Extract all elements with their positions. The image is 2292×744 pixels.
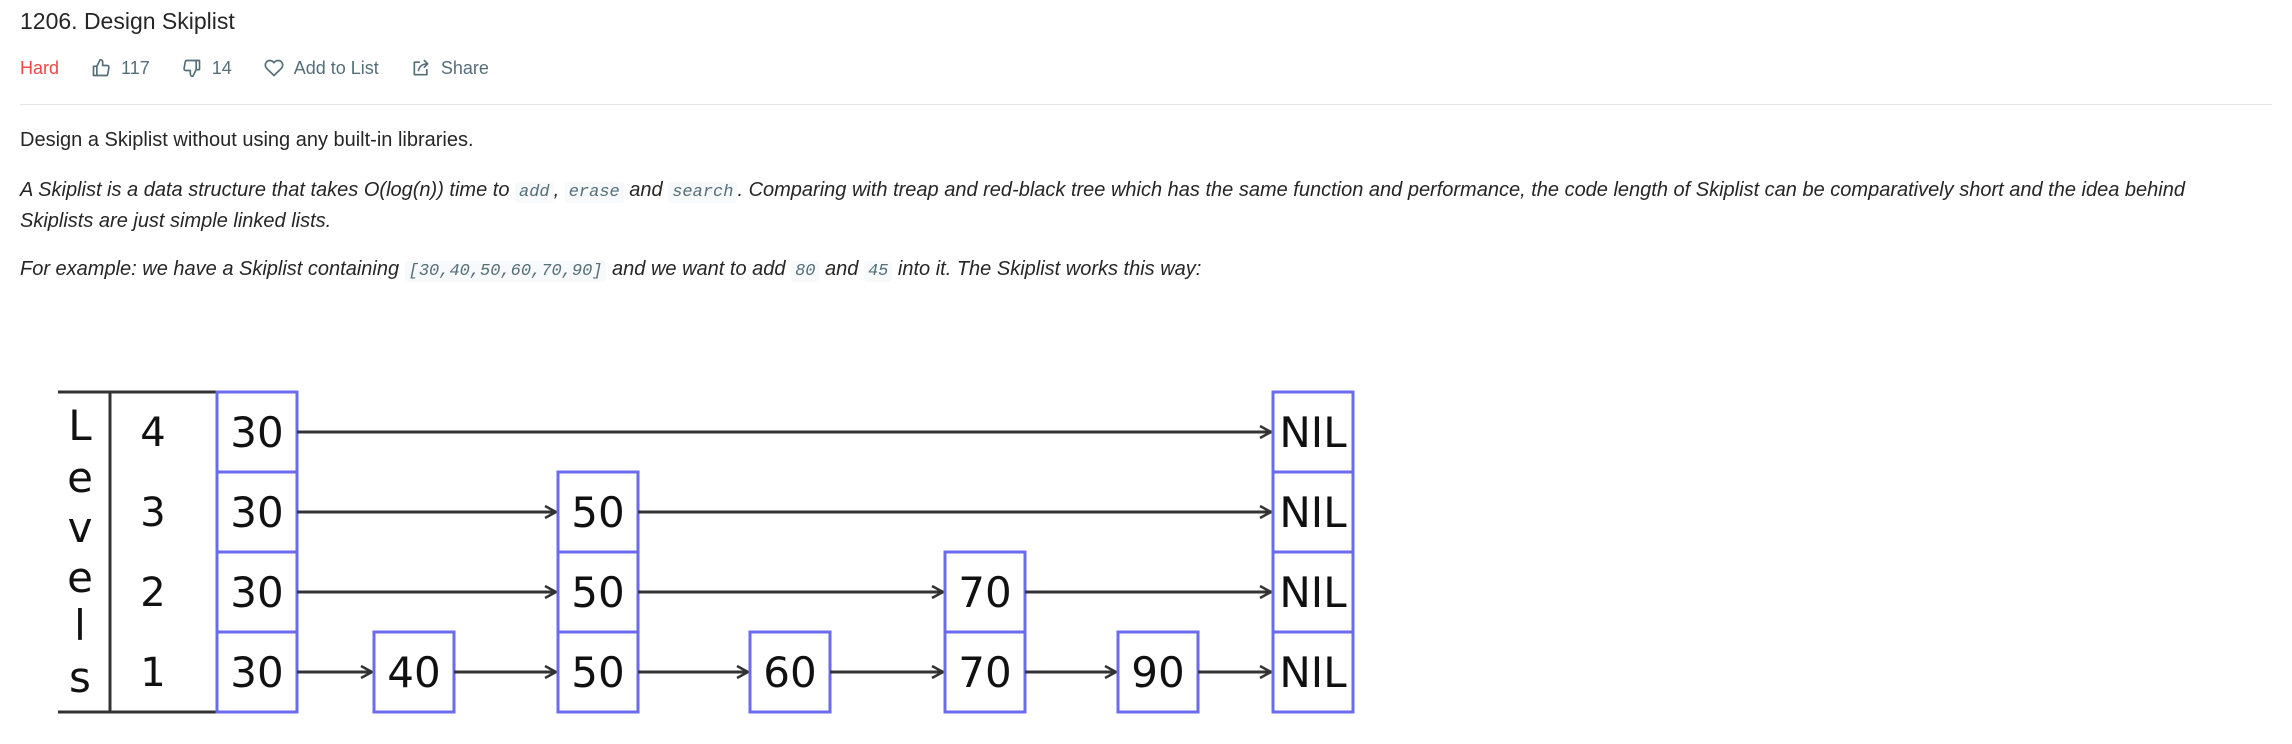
thumbs-up-icon	[92, 58, 110, 77]
skiplist-node-box	[1271, 390, 1355, 474]
p2-text-before: A Skiplist is a data structure that take…	[20, 179, 515, 201]
description-paragraph-1: Design a Skiplist without using any buil…	[20, 129, 474, 151]
code-list: [30,40,50,60,70,90]	[404, 261, 607, 282]
node-value-label: 60	[763, 648, 816, 697]
add-to-list-label: Add to List	[293, 57, 379, 78]
problem-meta-bar: Hard 117 14 Add to List	[20, 56, 521, 80]
node-value-label: 50	[571, 648, 624, 697]
difficulty-badge: Hard	[20, 57, 60, 78]
nil-node-label: NIL	[1279, 488, 1347, 537]
level-number: 2	[140, 570, 165, 616]
skiplist-node-box	[215, 550, 299, 634]
levels-axis-letter: e	[67, 553, 93, 602]
dislike-button[interactable]: 14	[182, 58, 232, 79]
node-value-label: 50	[571, 488, 624, 537]
levels-axis-letter: v	[68, 503, 93, 552]
node-value-label: 30	[230, 408, 283, 457]
levels-axis-letter: e	[67, 453, 93, 502]
add-to-list-button[interactable]: Add to List	[264, 58, 379, 79]
like-button[interactable]: 117	[91, 58, 150, 79]
p3-text-mid: and we want to add	[606, 258, 792, 280]
levels-axis-letter: s	[69, 653, 91, 702]
levels-axis-letter: L	[68, 401, 92, 450]
level-number: 4	[140, 410, 165, 456]
nil-node-label: NIL	[1279, 568, 1347, 617]
level-number: 1	[140, 650, 165, 696]
code-erase: erase	[564, 182, 624, 203]
nil-node-label: NIL	[1279, 648, 1347, 697]
level-number: 3	[140, 490, 165, 536]
description-paragraph-3: For example: we have a Skiplist containi…	[20, 255, 2260, 286]
code-search: search	[668, 182, 738, 203]
problem-title: 1206. Design Skiplist	[20, 8, 235, 34]
node-value-label: 30	[230, 648, 283, 697]
node-value-label: 90	[1131, 648, 1184, 697]
node-value-label: 70	[958, 648, 1011, 697]
p2-sep-1: ,	[553, 179, 565, 201]
skiplist-node-box	[1271, 550, 1355, 634]
share-icon	[413, 59, 429, 76]
description-paragraph-2: A Skiplist is a data structure that take…	[20, 176, 2260, 236]
heart-icon	[264, 59, 284, 77]
node-value-label: 40	[387, 648, 440, 697]
skiplist-node-box	[1116, 630, 1200, 714]
thumbs-down-icon	[182, 59, 201, 78]
node-value-label: 30	[230, 488, 283, 537]
levels-axis-letter: l	[74, 601, 86, 650]
skiplist-node-box	[556, 550, 640, 634]
node-value-label: 30	[230, 568, 283, 617]
node-value-label: 70	[958, 568, 1011, 617]
p3-text-before: For example: we have a Skiplist containi…	[20, 258, 405, 280]
code-add: add	[515, 182, 554, 203]
skiplist-node-box	[748, 630, 832, 714]
dislike-count: 14	[211, 57, 232, 78]
code-45: 45	[863, 261, 893, 282]
code-80: 80	[791, 261, 820, 282]
skiplist-node-box	[215, 630, 299, 714]
header-divider	[20, 104, 2272, 105]
p3-text-after: into it. The Skiplist works this way:	[892, 258, 1202, 280]
skiplist-node-box	[1271, 630, 1355, 714]
nil-node-label: NIL	[1279, 408, 1347, 457]
share-button[interactable]: Share	[411, 58, 489, 79]
skiplist-node-box	[1271, 470, 1355, 554]
p2-sep-2: and	[623, 179, 669, 201]
node-value-label: 50	[571, 568, 624, 617]
skiplist-node-box	[943, 630, 1027, 714]
p3-text-and: and	[819, 258, 864, 280]
share-label: Share	[440, 57, 489, 78]
p2-text-after: . Comparing with treap and red-black tre…	[20, 179, 2185, 232]
like-count: 117	[121, 57, 150, 78]
